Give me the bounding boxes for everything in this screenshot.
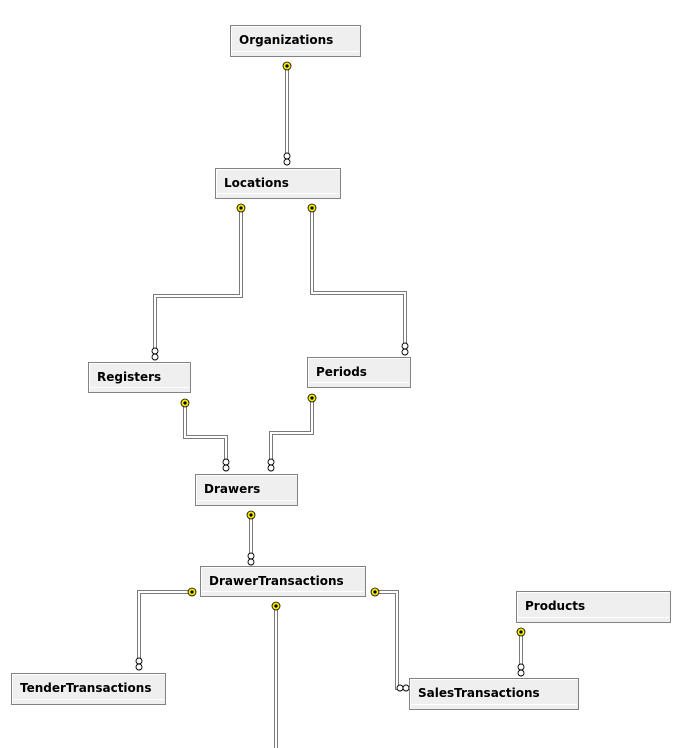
key-icon — [180, 398, 190, 408]
divider — [202, 591, 364, 592]
table-tendertransactions[interactable]: TenderTransactions — [11, 673, 166, 705]
divider — [232, 51, 359, 52]
table-periods[interactable]: Periods — [307, 357, 411, 388]
key-icon — [307, 393, 317, 403]
relationship-drawertransactions-tendertransactions[interactable] — [137, 590, 192, 668]
key-icon — [187, 587, 197, 597]
table-organizations[interactable]: Organizations — [230, 25, 361, 57]
relationship-drawertransactions-salestransactions[interactable] — [375, 590, 404, 690]
infinity-icon — [401, 342, 409, 356]
divider — [90, 387, 189, 388]
key-icon — [370, 587, 380, 597]
infinity-icon — [135, 657, 143, 671]
key-icon — [271, 601, 281, 611]
table-title: TenderTransactions — [20, 681, 152, 695]
key-icon — [307, 203, 317, 213]
key-icon — [516, 627, 526, 637]
divider — [411, 704, 577, 705]
infinity-icon — [222, 458, 230, 472]
table-drawers[interactable]: Drawers — [195, 474, 298, 506]
infinity-icon — [396, 684, 410, 692]
infinity-icon — [151, 347, 159, 361]
table-title: Organizations — [239, 33, 334, 47]
infinity-icon — [267, 458, 275, 472]
infinity-icon — [517, 663, 525, 677]
relationship-periods-drawers[interactable] — [269, 397, 314, 466]
divider — [518, 617, 669, 618]
key-icon — [246, 510, 256, 520]
table-title: Registers — [97, 370, 162, 384]
relationship-registers-drawers[interactable] — [183, 402, 228, 466]
table-title: Drawers — [204, 482, 261, 496]
table-title: Products — [525, 599, 586, 613]
infinity-icon — [283, 152, 291, 166]
infinity-icon — [247, 552, 255, 566]
divider — [197, 500, 296, 501]
divider — [13, 699, 164, 700]
relationship-locations-registers[interactable] — [153, 207, 243, 355]
table-salestransactions[interactable]: SalesTransactions — [409, 678, 579, 710]
relationship-locations-periods[interactable] — [310, 207, 407, 350]
table-title: Locations — [224, 176, 289, 190]
key-icon — [282, 61, 292, 71]
table-products[interactable]: Products — [516, 591, 671, 623]
divider — [217, 193, 339, 194]
table-registers[interactable]: Registers — [88, 362, 191, 393]
table-title: Periods — [316, 365, 367, 379]
divider — [309, 382, 409, 383]
table-locations[interactable]: Locations — [215, 168, 341, 199]
table-drawertransactions[interactable]: DrawerTransactions — [200, 566, 366, 597]
key-icon — [236, 203, 246, 213]
table-title: SalesTransactions — [418, 686, 540, 700]
table-title: DrawerTransactions — [209, 574, 344, 588]
